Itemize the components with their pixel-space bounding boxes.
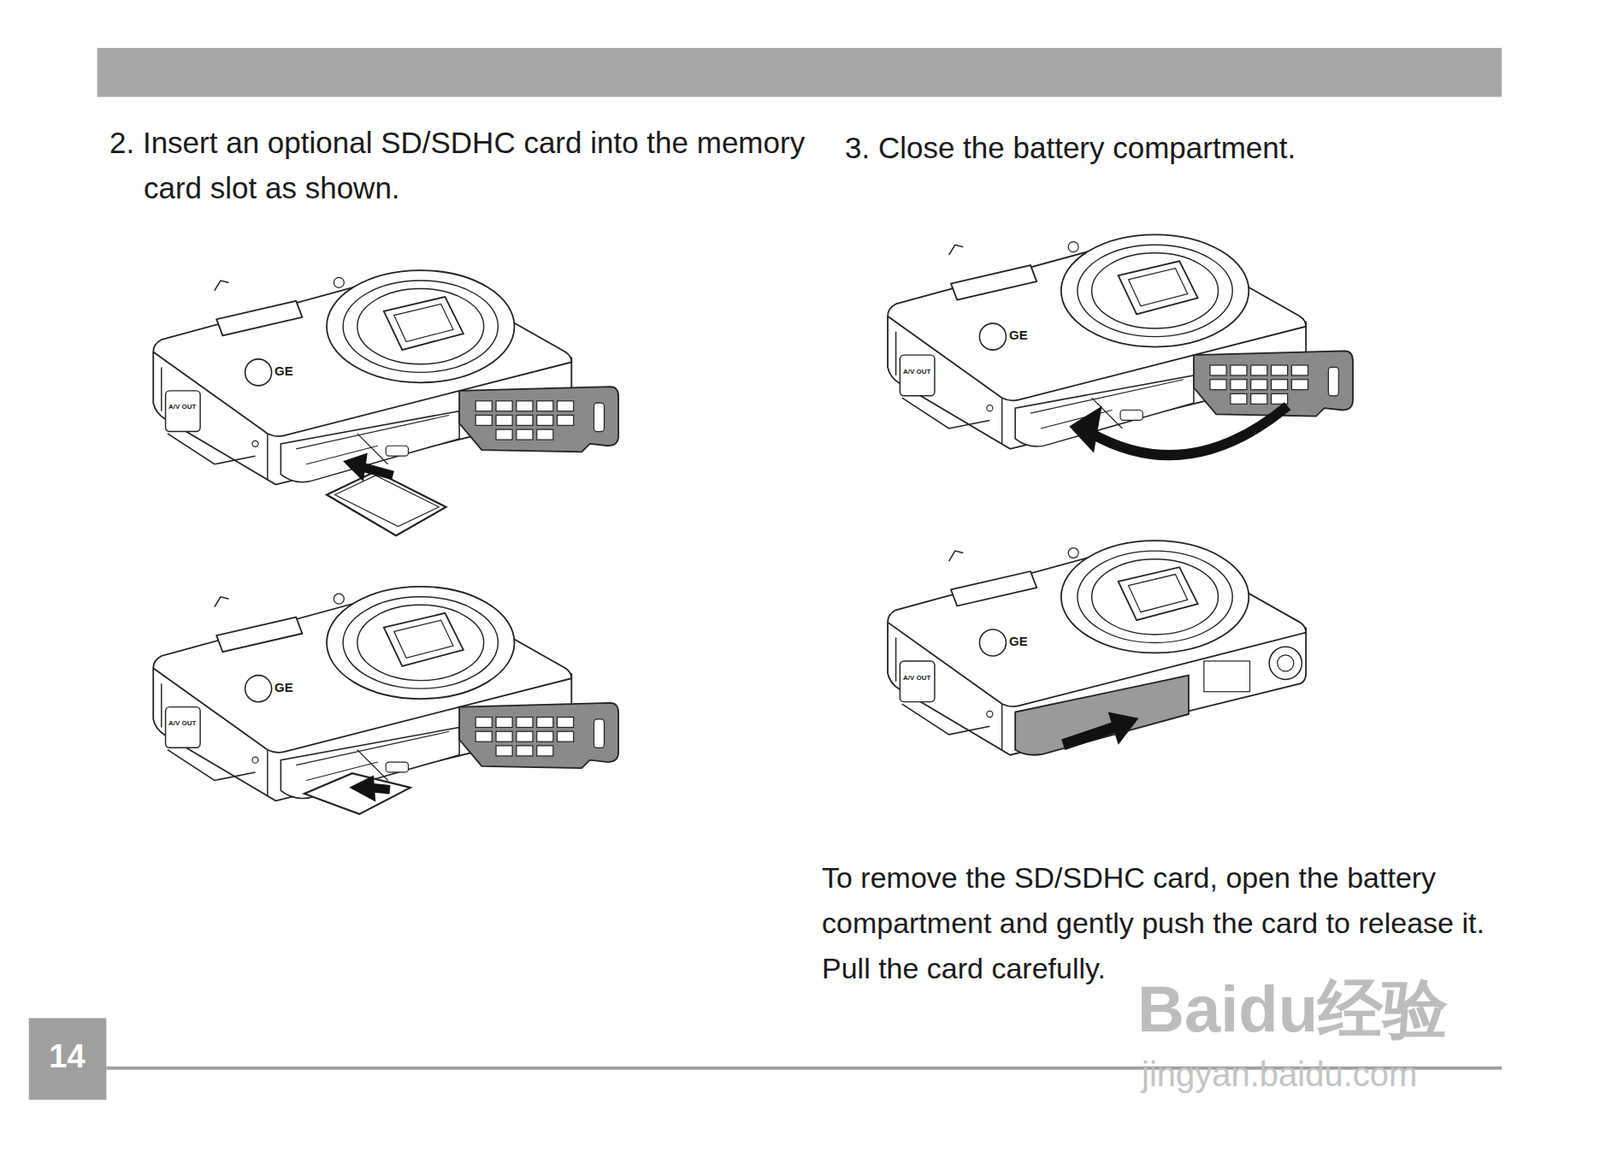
- lock-arrow: [1062, 726, 1115, 744]
- port-label: A/V OUT: [903, 367, 931, 377]
- sd-card: [326, 471, 447, 536]
- sd-card: [304, 773, 411, 815]
- camera-figure: [153, 270, 619, 485]
- brand-logo: GE: [274, 679, 294, 696]
- step-text: 3. Close the battery compartment.: [844, 124, 1530, 171]
- step-text: 2. Insert an optional SD/SDHC card into …: [109, 119, 811, 211]
- port-label: A/V OUT: [168, 719, 196, 728]
- watermark: jingyan.baidu.com: [1141, 1053, 1417, 1095]
- note-text: To remove the SD/SDHC card, open the bat…: [821, 855, 1524, 992]
- camera-figure: [153, 586, 619, 801]
- watermark: Baidu经验: [1137, 970, 1448, 1048]
- close-arrow: [1092, 406, 1288, 455]
- camera-figure: [887, 540, 1306, 756]
- header-bar: [97, 47, 1503, 97]
- brand-logo: GE: [1009, 327, 1028, 343]
- port-label: A/V OUT: [903, 673, 931, 683]
- brand-logo: GE: [274, 363, 294, 379]
- port-label: A/V OUT: [168, 402, 196, 412]
- page-number-box: [29, 1017, 107, 1099]
- page-number: 14: [28, 1034, 107, 1078]
- camera-figure: [887, 234, 1353, 449]
- brand-logo: GE: [1009, 633, 1028, 650]
- insert-arrow: [362, 466, 394, 476]
